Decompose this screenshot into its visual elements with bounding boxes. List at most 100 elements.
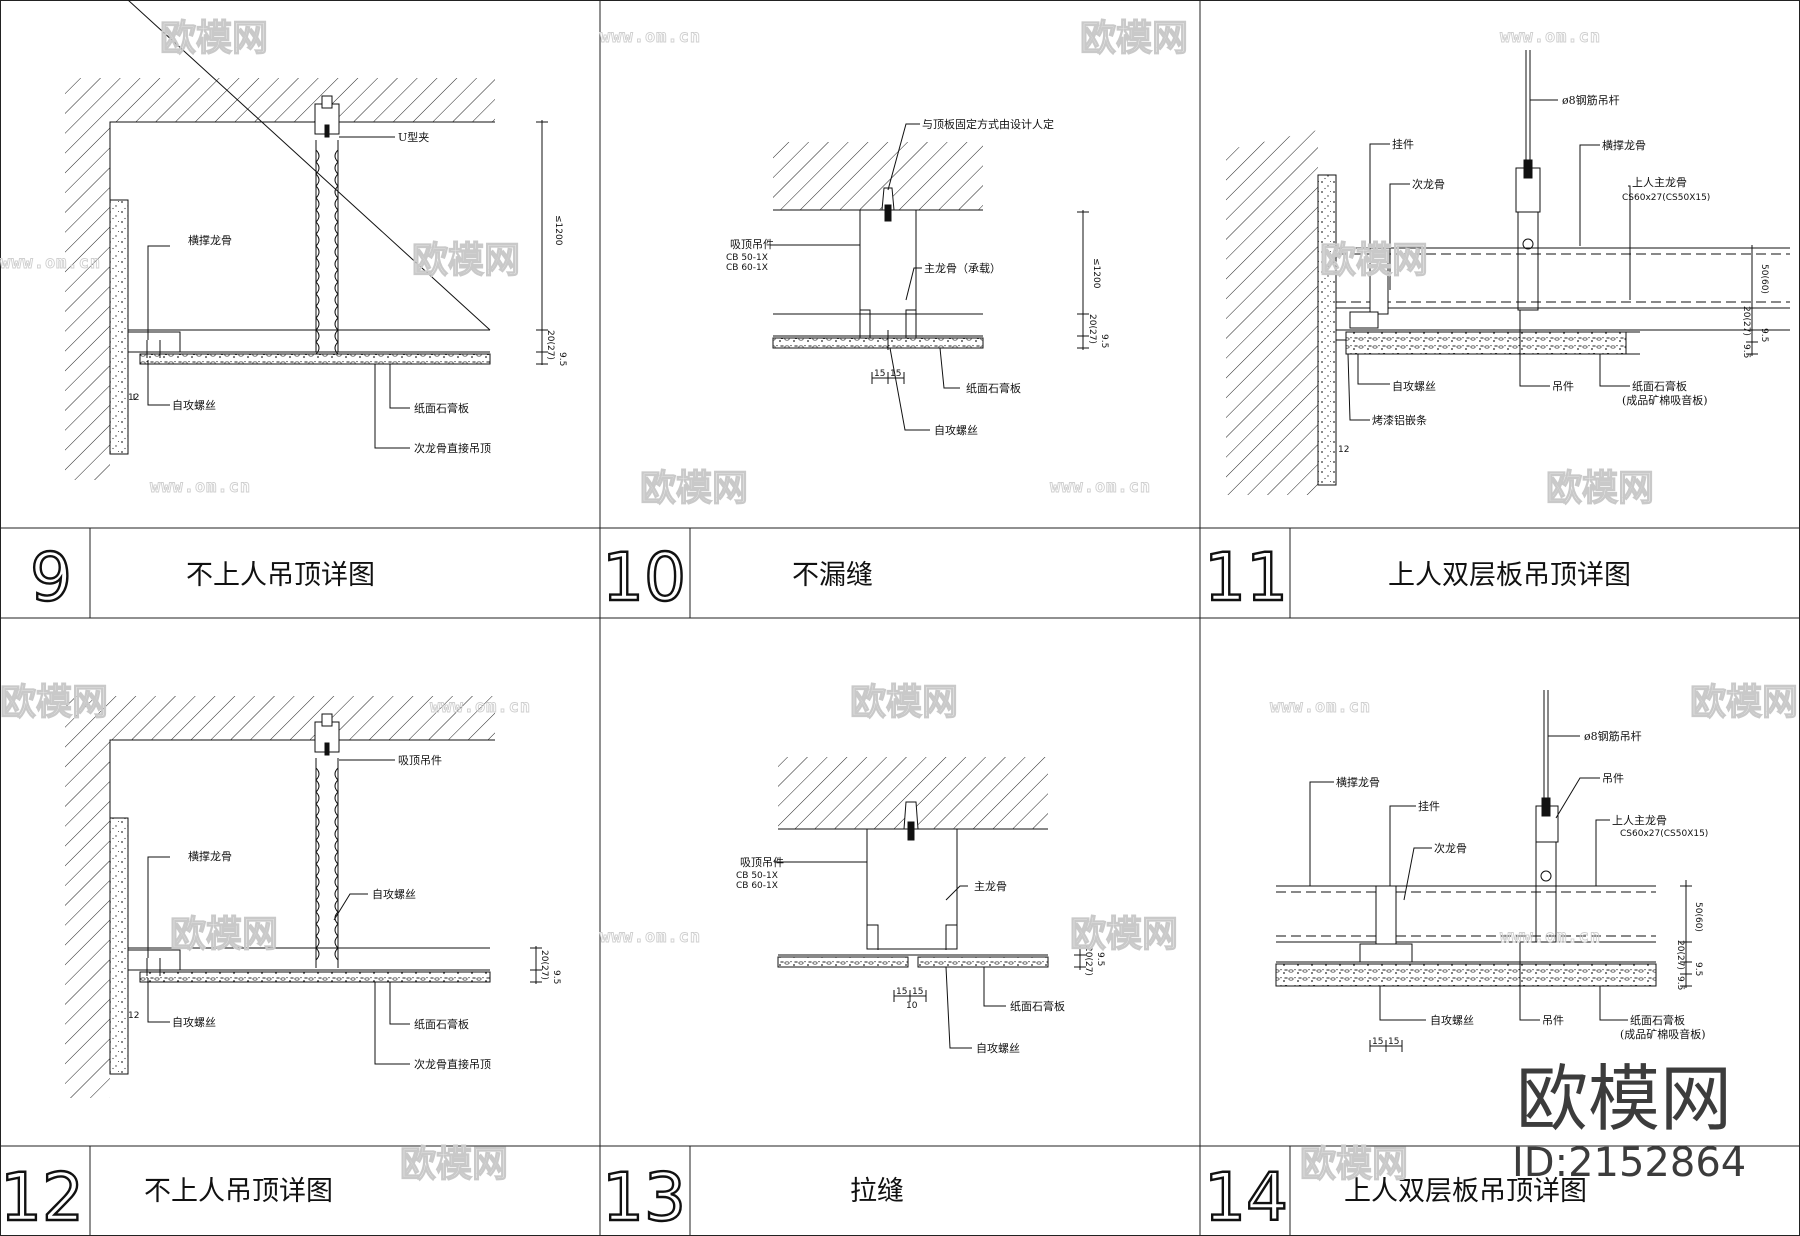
dim-width-left: 15	[896, 987, 907, 997]
corner-stamp: 欧模网 ID:2152864	[1512, 1057, 1746, 1186]
dim-board-2: 9.5	[1741, 344, 1751, 358]
watermark-url: www.om.cn	[1270, 697, 1371, 717]
dim-spacing: ≤1200	[553, 215, 563, 246]
label-brace-runner: 横撑龙骨	[188, 849, 232, 863]
detail-9	[65, 0, 548, 480]
watermark-url: www.om.cn	[600, 927, 701, 947]
label-screw: 自攻螺丝	[1392, 379, 1436, 393]
title-bar-11: 11 上人双层板吊顶详图	[1203, 538, 1631, 617]
label-hanger-top: 吊件	[1602, 772, 1624, 785]
dim-gap: 12	[128, 1011, 139, 1021]
watermark-brand: 欧模网	[640, 468, 748, 509]
label-sub-runner: 次龙骨	[1434, 841, 1467, 855]
panel-title-13: 拉缝	[850, 1176, 904, 1207]
label-fixing-note: 与顶板固定方式由设计人定	[922, 117, 1054, 131]
stamp-id: ID:2152864	[1512, 1140, 1746, 1186]
dim-runner-height: 20(27)	[1083, 946, 1093, 976]
watermark-brand: 欧模网	[850, 682, 958, 723]
label-brace-runner: 横撑龙骨	[1336, 775, 1380, 789]
label-sub-runner: 次龙骨直接吊顶	[414, 441, 491, 455]
watermark-brand: 欧模网	[160, 18, 268, 59]
panel-number-13: 13	[602, 1159, 686, 1236]
label-main-runner: 上人主龙骨	[1632, 176, 1687, 189]
watermark-brand: 欧模网	[1070, 914, 1178, 955]
dim-board-1: 9.5	[1759, 328, 1769, 342]
detail-12-labels: 吸顶吊件 横撑龙骨 自攻螺丝 自攻螺丝 纸面石膏板 次龙骨直接吊顶 20(27)…	[128, 754, 561, 1071]
label-screw: 自攻螺丝	[172, 1015, 216, 1029]
panel-number-14: 14	[1204, 1159, 1288, 1236]
watermark-brand: 欧模网	[1320, 240, 1428, 281]
label-ceiling-hanger: 吸顶吊件	[730, 238, 774, 251]
dim-joint-gap: 10	[906, 1001, 918, 1011]
label-ceiling-hanger: 吸顶吊件	[398, 754, 442, 767]
label-gypsum-board: 纸面石膏板	[414, 401, 469, 415]
dim-runner-height: 20(27)	[545, 330, 555, 360]
label-u-clip: U型夹	[398, 130, 429, 144]
label-hanger-model-1: CB 50-1X	[736, 871, 778, 881]
dim-width-right: 15	[890, 369, 901, 379]
watermark-brand: 欧模网	[1690, 682, 1798, 723]
label-hanger-model-2: CB 60-1X	[726, 263, 768, 273]
watermark-brand: 欧模网	[400, 1144, 508, 1185]
dim-runner-height: 20(27)	[539, 950, 549, 980]
label-hanger: 吊件	[1552, 380, 1574, 393]
watermark-url: www.om.cn	[430, 697, 531, 717]
watermark-brand: 欧模网	[170, 914, 278, 955]
watermark-url: www.om.cn	[150, 477, 251, 497]
detail-9-labels: U型夹 横撑龙骨 自攻螺丝 纸面石膏板 次龙骨直接吊顶 ≤1200 20(27)…	[128, 130, 567, 455]
label-screw: 自攻螺丝	[976, 1041, 1020, 1055]
dim-board-thickness: 9.5	[1095, 952, 1105, 966]
detail-14	[1275, 690, 1692, 1052]
dim-spacing: ≤1200	[1091, 258, 1101, 289]
title-bar-12: 12 不上人吊顶详图	[0, 1158, 333, 1236]
dim-width-left: 15	[1372, 1037, 1383, 1047]
detail-13-labels: 吸顶吊件 CB 50-1X CB 60-1X 主龙骨 纸面石膏板 自攻螺丝 20…	[736, 856, 1105, 1055]
label-main-runner: 主龙骨	[974, 880, 1007, 893]
detail-13	[774, 757, 1086, 1049]
stamp-brand: 欧模网	[1516, 1057, 1732, 1141]
watermark-url: www.om.cn	[0, 253, 101, 273]
label-sub-runner: 次龙骨直接吊顶	[414, 1057, 491, 1071]
dim-board-2: 9.5	[1675, 976, 1685, 990]
title-bar-9: 9 不上人吊顶详图	[29, 538, 375, 617]
dim-gap: 12	[1338, 445, 1349, 455]
panel-title-9: 不上人吊顶详图	[186, 560, 375, 591]
dim-width-left: 15	[874, 369, 885, 379]
label-screw-upper: 自攻螺丝	[372, 887, 416, 901]
label-screw: 自攻螺丝	[934, 423, 978, 437]
label-hanger-model-1: CB 50-1X	[726, 253, 768, 263]
title-bar-14: 14 上人双层板吊顶详图	[1203, 1158, 1587, 1236]
watermark-url: www.om.cn	[1500, 27, 1601, 47]
panel-number-10: 10	[602, 539, 686, 616]
label-main-runner: 上人主龙骨	[1612, 814, 1667, 827]
detail-10	[770, 123, 1089, 431]
label-main-runner: 主龙骨（承载）	[924, 262, 1001, 275]
dim-width-right: 15	[912, 987, 923, 997]
title-bar-13: 13 拉缝	[601, 1158, 904, 1236]
dim-board-1: 9.5	[1693, 962, 1703, 976]
label-main-runner-spec: CS60x27(CS50X15)	[1620, 829, 1708, 839]
dim-gap: 12	[128, 393, 139, 403]
detail-10-labels: 与顶板固定方式由设计人定 吸顶吊件 CB 50-1X CB 60-1X 主龙骨（…	[726, 117, 1109, 437]
panel-title-12: 不上人吊顶详图	[144, 1176, 333, 1207]
label-mineral-board: (成品矿棉吸音板)	[1620, 1027, 1706, 1041]
panel-title-11: 上人双层板吊顶详图	[1388, 560, 1631, 591]
watermark-url: www.om.cn	[600, 27, 701, 47]
panel-number-12: 12	[0, 1159, 84, 1236]
label-gypsum-board: 纸面石膏板	[414, 1017, 469, 1031]
dim-main-height: 50(60)	[1759, 264, 1769, 294]
label-sub-runner: 次龙骨	[1412, 177, 1445, 191]
watermark-brand: 欧模网	[1546, 468, 1654, 509]
label-gypsum-board: 纸面石膏板	[1632, 379, 1687, 393]
dim-board-thickness: 9.5	[551, 970, 561, 984]
dim-runner-height: 20(27)	[1741, 306, 1751, 336]
detail-11-labels: ø8钢筋吊杆 挂件 横撑龙骨 次龙骨 上人主龙骨 CS60x27(CS50X15…	[1338, 93, 1769, 455]
detail-11	[1226, 50, 1790, 495]
label-brace-runner: 横撑龙骨	[1602, 138, 1646, 152]
label-mineral-board: (成品矿棉吸音板)	[1622, 393, 1708, 407]
dim-width-right: 15	[1388, 1037, 1399, 1047]
panel-number-9: 9	[30, 539, 72, 616]
label-screw: 自攻螺丝	[1430, 1013, 1474, 1027]
label-main-runner-spec: CS60x27(CS50X15)	[1622, 193, 1710, 203]
detail-14-labels: ø8钢筋吊杆 横撑龙骨 吊件 挂件 上人主龙骨 CS60x27(CS50X15)…	[1336, 729, 1708, 1047]
